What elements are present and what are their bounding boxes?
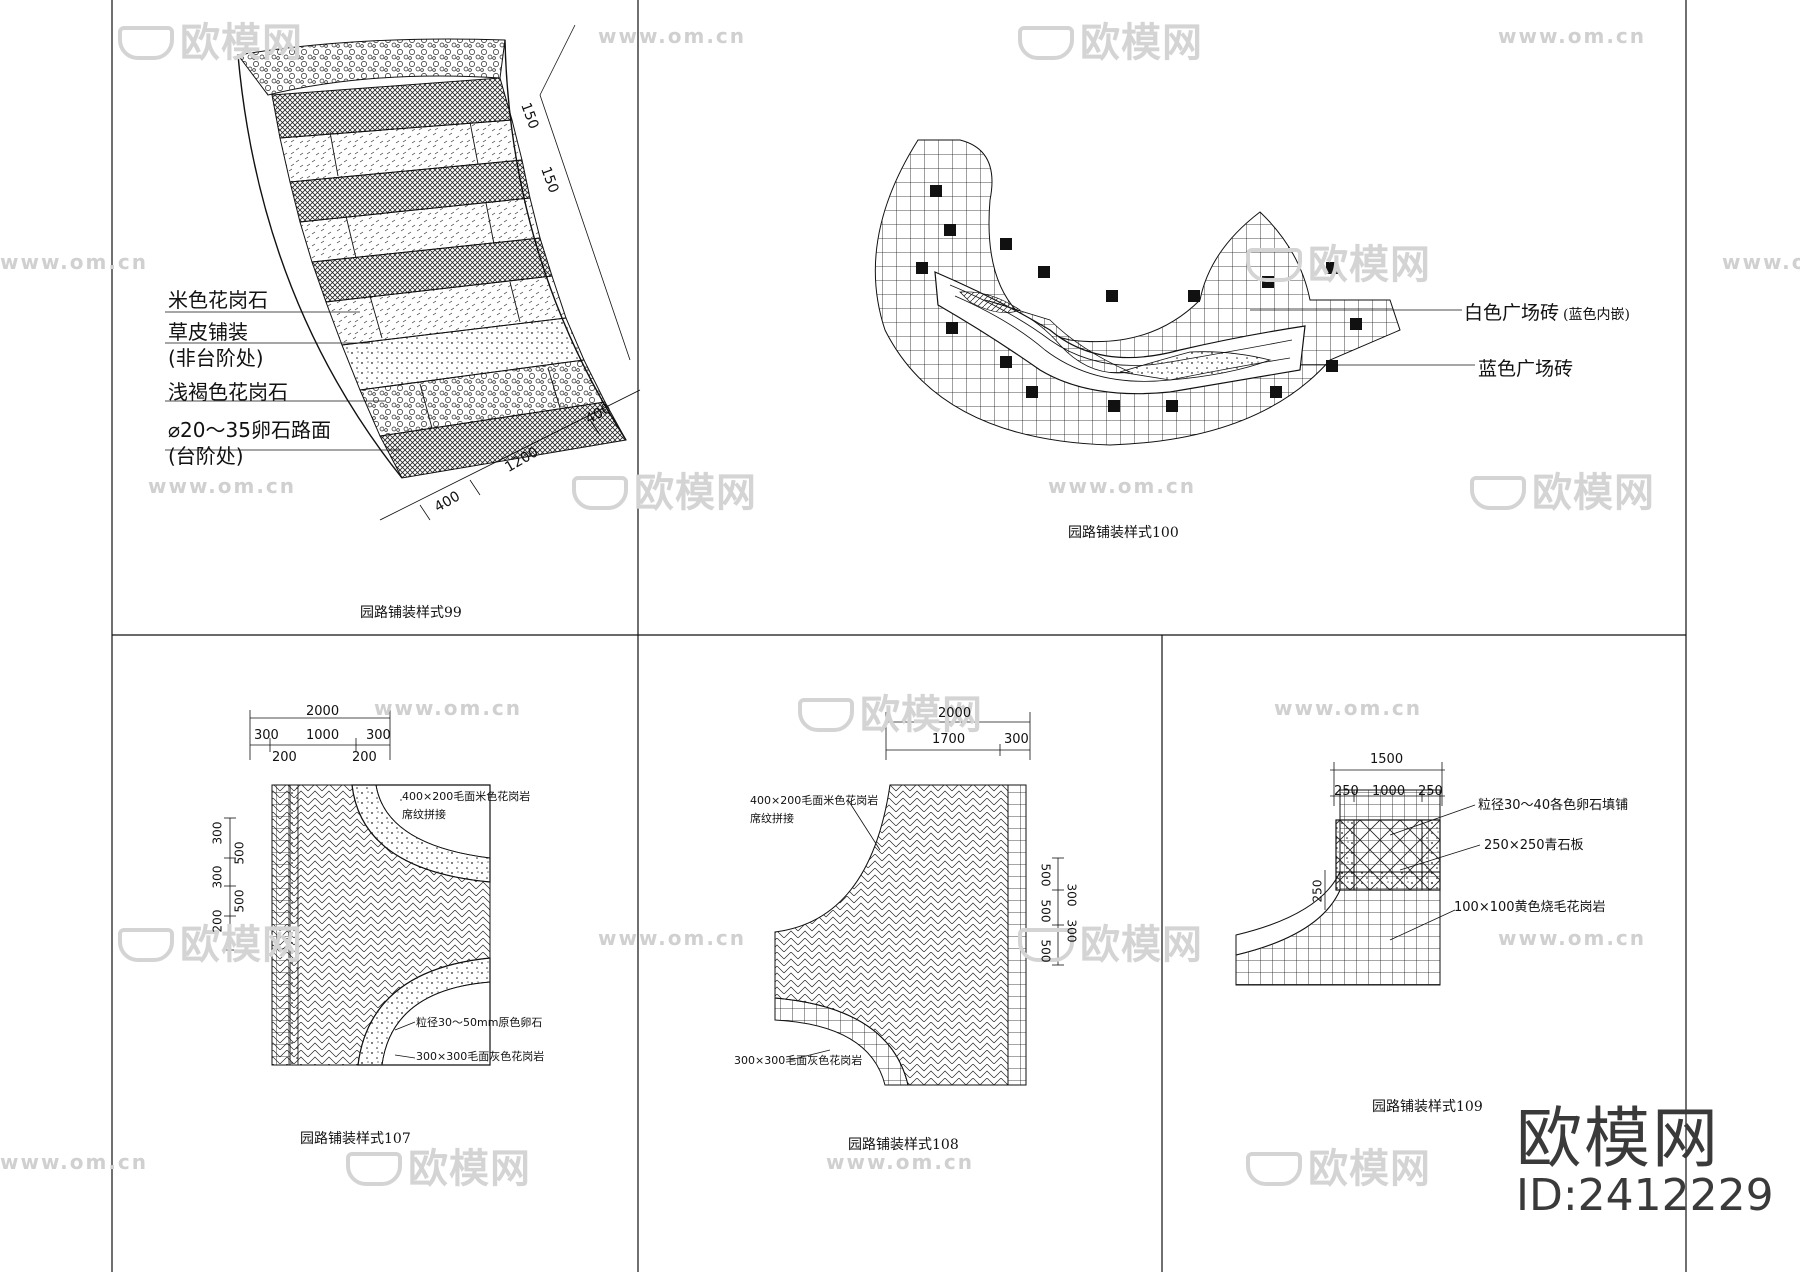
watermark-url: www.om.cn (1722, 250, 1800, 274)
dim-107-left-4: 500 (232, 841, 247, 865)
dim-107-left-1: 300 (210, 821, 225, 845)
watermark-sofa-icon (1470, 476, 1526, 510)
watermark-logo: 欧模网 (1018, 10, 1203, 68)
watermark-sofa-icon (118, 928, 174, 962)
dim-107-top-1: 300 (254, 728, 279, 743)
caption-109: 园路铺装样式109 (1372, 1099, 1483, 1115)
watermark-sofa-icon (1246, 1152, 1302, 1186)
dim-109-top-3: 250 (1418, 784, 1443, 799)
watermark-logo: 欧模网 (1470, 460, 1655, 518)
watermark-sofa-icon (1246, 248, 1302, 282)
panel-100-plan (874, 139, 1475, 446)
panel-107-plan (224, 710, 491, 1066)
caption-99: 园路铺装样式99 (360, 605, 462, 621)
note-108-grey-granite: 300×300毛面灰色花岗岩 (734, 1054, 863, 1067)
note-109-pebble: 粒径30～40各色卵石填铺 (1478, 798, 1629, 813)
dim-107-top-3: 300 (366, 728, 391, 743)
watermark-sofa-icon (798, 698, 854, 732)
dim-107-top-2: 1000 (306, 728, 340, 743)
dim-107-left-3: 200 (210, 909, 225, 933)
watermark-logo: 欧模网 (572, 460, 757, 518)
watermark-logo: 欧模网 (118, 912, 303, 970)
watermark-logo: 欧模网 (798, 682, 983, 740)
watermark-logo: 欧模网 (118, 10, 303, 68)
caption-107: 园路铺装样式107 (300, 1131, 411, 1147)
dim-108-right-1: 500 (1038, 863, 1053, 887)
note-107-granite: 400×200毛面米色花岗岩 (402, 790, 531, 803)
watermark-url: www.om.cn (0, 1150, 149, 1174)
dim-108-top-2: 300 (1004, 732, 1029, 747)
watermark-sofa-icon (118, 26, 174, 60)
watermark-url: www.om.cn (1498, 926, 1647, 950)
label-turf-note: (非台阶处) (168, 346, 264, 370)
brand-id: ID:2412229 (1516, 1170, 1774, 1221)
label-pebble-note: (台阶处) (168, 444, 244, 468)
watermark-sofa-icon (572, 476, 628, 510)
note-108-granite: 400×200毛面米色花岗岩 (750, 794, 879, 807)
dim-108-right-4: 300 (1064, 919, 1079, 943)
note-107-pebble: 粒径30～50mm原色卵石 (416, 1016, 543, 1029)
watermark-url: www.om.cn (148, 474, 297, 498)
watermark-url: www.om.cn (374, 696, 523, 720)
watermark-url: www.om.cn (1274, 696, 1423, 720)
dim-107-bottom-2: 200 (352, 750, 377, 765)
watermark-sofa-icon (1018, 928, 1074, 962)
dim-109-top-1: 250 (1334, 784, 1359, 799)
dim-107-total: 2000 (306, 704, 340, 719)
label-white-tile-text: 白色广场砖 (1464, 302, 1560, 324)
watermark-logo: 欧模网 (1246, 232, 1431, 290)
panel-99-plan (165, 24, 641, 521)
label-blue-tile: 蓝色广场砖 (1478, 358, 1574, 380)
note-107-mat-pattern: 席纹拼接 (402, 808, 446, 821)
watermark-url: www.om.cn (1498, 24, 1647, 48)
dim-109-left: 250 (1310, 879, 1325, 903)
watermark-logo: 欧模网 (1246, 1136, 1431, 1194)
note-109-yellow-granite: 100×100黄色烧毛花岗岩 (1454, 900, 1606, 915)
dim-107-left-5: 500 (232, 889, 247, 913)
label-light-brown-granite: 浅褐色花岗石 (168, 380, 288, 404)
panel-frame (111, 0, 1687, 1272)
dim-108-right-5: 500 (1038, 939, 1053, 963)
watermark-url: www.om.cn (826, 1150, 975, 1174)
label-pebble-paving: ⌀20～35卵石路面 (168, 418, 331, 442)
caption-108: 园路铺装样式108 (848, 1137, 959, 1153)
dim-108-right-3: 500 (1038, 899, 1053, 923)
watermark-url: www.om.cn (1048, 474, 1197, 498)
label-beige-granite: 米色花岗石 (168, 288, 268, 312)
dim-108-total: 2000 (938, 706, 972, 721)
watermark-logo: 欧模网 (346, 1136, 531, 1194)
dim-107-bottom-1: 200 (272, 750, 297, 765)
caption-100: 园路铺装样式100 (1068, 525, 1179, 541)
dim-108-top-1: 1700 (932, 732, 966, 747)
dim-108-right-2: 300 (1064, 883, 1079, 907)
label-turf-paving: 草皮铺装 (168, 320, 248, 344)
note-107-grey-granite: 300×300毛面灰色花岗岩 (416, 1050, 545, 1063)
dim-109-total: 1500 (1370, 752, 1404, 767)
note-109-bluestone: 250×250青石板 (1484, 838, 1584, 853)
panel-108-plan (774, 712, 1064, 1086)
label-white-tile: 白色广场砖(蓝色内嵌) (1464, 298, 1630, 325)
watermark-logo: 欧模网 (1018, 912, 1203, 970)
watermark-url: www.om.cn (598, 926, 747, 950)
panel-109-plan (1235, 762, 1481, 986)
dim-107-left-2: 300 (210, 865, 225, 889)
watermark-sofa-icon (1018, 26, 1074, 60)
watermark-url: www.om.cn (0, 250, 149, 274)
note-108-mat-pattern: 席纹拼接 (750, 812, 794, 825)
label-white-tile-note: (蓝色内嵌) (1563, 307, 1630, 323)
brand-logo: 欧模网 (1516, 1100, 1720, 1177)
watermark-url: www.om.cn (598, 24, 747, 48)
dim-109-top-2: 1000 (1372, 784, 1406, 799)
watermark-sofa-icon (346, 1152, 402, 1186)
